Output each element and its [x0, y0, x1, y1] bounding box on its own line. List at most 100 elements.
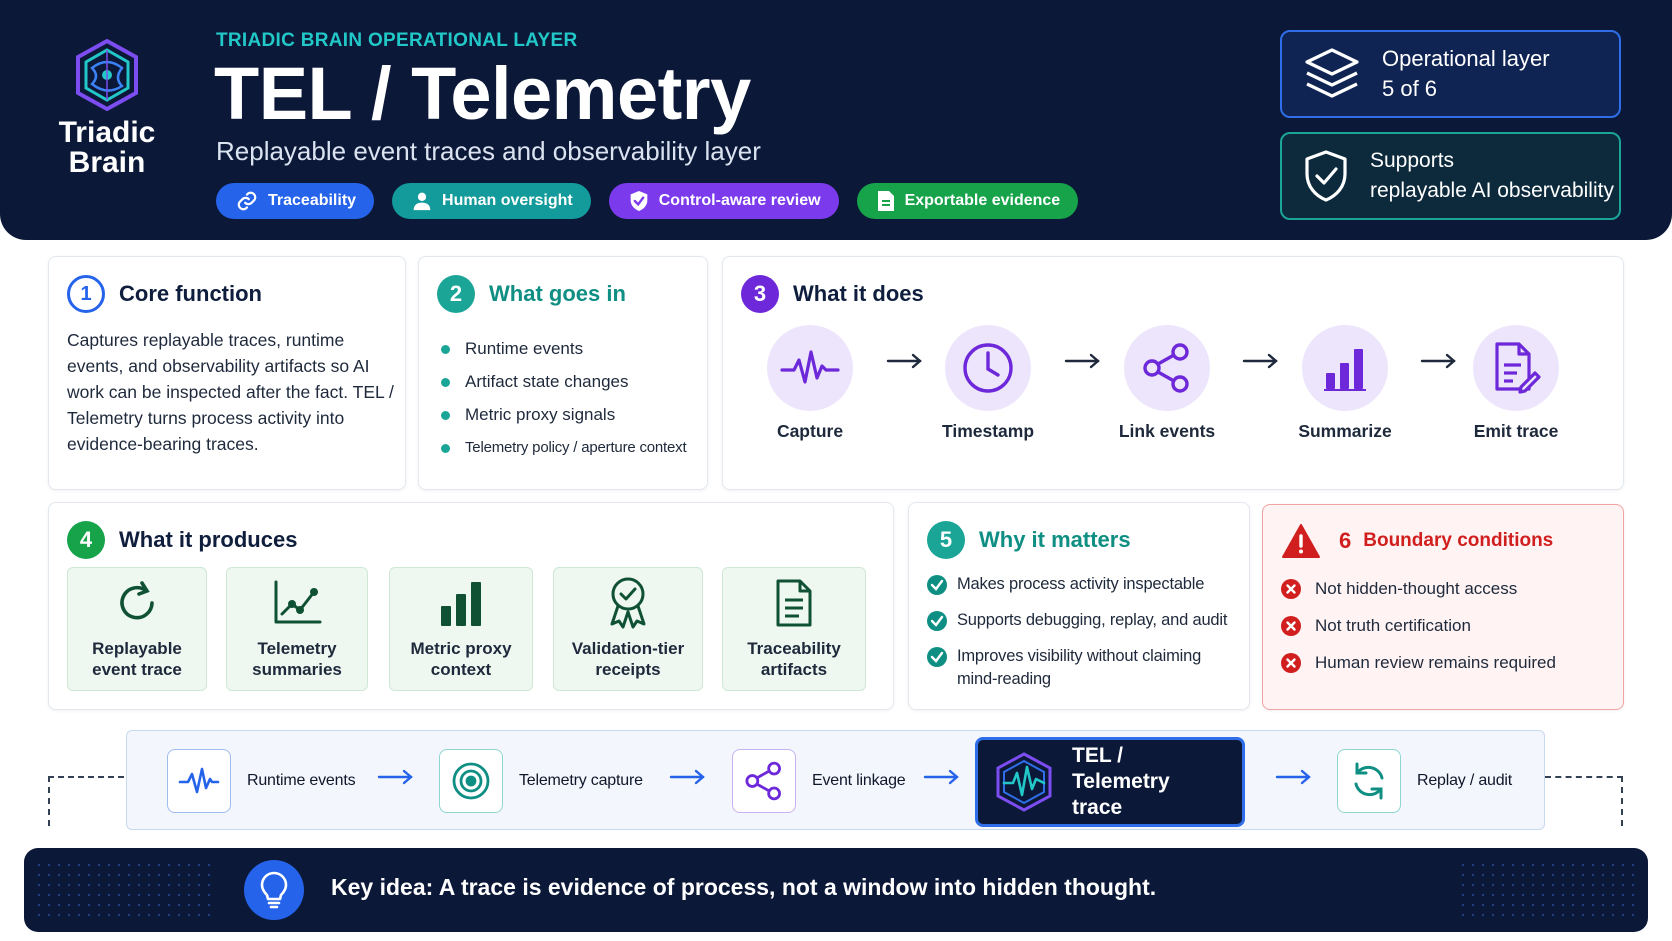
shield-check-icon	[1305, 150, 1347, 202]
arrow-right-icon	[1275, 769, 1311, 785]
chip-label: Traceability	[268, 192, 357, 209]
arrow-right-icon	[1242, 353, 1278, 369]
person-icon	[413, 192, 431, 211]
bar-chart-icon	[441, 582, 481, 626]
shield-check-icon	[630, 191, 648, 211]
step-summarize: Summarize	[1270, 325, 1420, 442]
flow-node-event-linkage: Event linkage	[732, 749, 906, 813]
x-circle-icon	[1281, 616, 1301, 636]
layers-icon	[1305, 48, 1359, 98]
list-item: Not hidden-thought access	[1281, 578, 1556, 600]
key-idea-banner: Key idea: A trace is evidence of process…	[24, 848, 1648, 932]
flow-node-label: TEL / Telemetry trace	[1072, 744, 1170, 819]
observability-support-card: Supports replayable AI observability	[1280, 132, 1621, 220]
support-card-line1: Supports	[1370, 149, 1455, 172]
step-number-badge: 3	[741, 275, 779, 313]
process-steps: Capture Timestamp Link events Summarize …	[723, 325, 1625, 465]
inputs-card: 2 What goes in Runtime events Artifact s…	[418, 256, 708, 490]
step-number-badge: 2	[437, 275, 475, 313]
arrow-right-icon	[923, 769, 959, 785]
layer-card-line2: 5 of 6	[1382, 76, 1438, 101]
flow-node-label: Event linkage	[812, 772, 906, 789]
support-card-line2: replayable AI observability	[1370, 179, 1614, 202]
tile-line2: receipts	[595, 660, 661, 679]
lightbulb-badge	[244, 860, 304, 920]
chip-label: Human oversight	[442, 192, 573, 209]
list-item-text: Not truth certification	[1315, 616, 1471, 635]
step-link-events: Link events	[1092, 325, 1242, 442]
list-item-text: Human review remains required	[1315, 653, 1556, 672]
check-circle-icon	[927, 647, 947, 667]
output-tile: Traceability artifacts	[722, 567, 866, 691]
arrow-right-icon	[377, 769, 413, 785]
flow-node-label: Runtime events	[247, 772, 356, 789]
tag-chips: Traceability Human oversight Control-awa…	[216, 183, 1079, 219]
tile-line1: Traceability	[747, 639, 841, 658]
eyebrow-label: TRIADIC BRAIN OPERATIONAL LAYER	[216, 30, 578, 51]
arrow-right-icon	[1064, 353, 1100, 369]
output-tile: Metric proxy context	[389, 567, 533, 691]
card-title: What it does	[793, 281, 924, 306]
list-item: Makes process activity inspectable	[927, 573, 1227, 596]
step-timestamp: Timestamp	[913, 325, 1063, 442]
document-icon	[877, 191, 894, 211]
list-item: Not truth certification	[1281, 615, 1556, 637]
header-banner: Triadic Brain TRIADIC BRAIN OPERATIONAL …	[0, 0, 1672, 240]
card-title: Boundary conditions	[1363, 530, 1554, 551]
output-tile: Replayable event trace	[67, 567, 207, 691]
card-title: What it produces	[119, 527, 298, 552]
tile-line1: Telemetry	[257, 639, 337, 658]
share-icon	[745, 761, 781, 801]
arrow-right-icon	[886, 353, 922, 369]
core-function-description: Captures replayable traces, runtime even…	[67, 330, 394, 454]
waveform-icon	[780, 350, 840, 384]
list-item-text: Not hidden-thought access	[1315, 579, 1518, 598]
why-list: Makes process activity inspectable Suppo…	[927, 573, 1227, 704]
step-label: Emit trace	[1473, 421, 1559, 441]
step-label: Capture	[776, 421, 844, 441]
tile-line2: context	[430, 660, 492, 679]
step-label: Timestamp	[941, 421, 1035, 441]
step-emit-trace: Emit trace	[1441, 325, 1591, 442]
card-title: Why it matters	[979, 527, 1131, 552]
core-function-card: 1 Core function Captures replayable trac…	[48, 256, 406, 490]
flow-node-runtime-events: Runtime events	[167, 749, 356, 813]
list-item: Metric proxy signals	[441, 398, 686, 431]
tile-line2: event trace	[92, 660, 182, 679]
triadic-brain-logo: Triadic Brain	[52, 38, 162, 178]
x-circle-icon	[1281, 579, 1301, 599]
operational-layer-card: Operational layer 5 of 6	[1280, 30, 1621, 118]
flow-node-label: Replay / audit	[1417, 772, 1513, 789]
tile-line1: Replayable	[92, 639, 182, 658]
share-icon	[1143, 343, 1189, 393]
waveform-icon	[178, 767, 220, 794]
document-icon	[776, 579, 812, 627]
dot-pattern	[34, 860, 214, 920]
step-label: Summarize	[1298, 421, 1392, 441]
bar-chart-icon	[1324, 349, 1366, 391]
line-chart-icon	[274, 580, 322, 624]
step-number-badge: 1	[67, 275, 105, 313]
boundary-conditions-card: 6 Boundary conditions Not hidden-thought…	[1262, 504, 1624, 710]
page-subtitle: Replayable event traces and observabilit…	[216, 136, 761, 166]
clock-icon	[963, 343, 1013, 393]
flow-node-label: Telemetry capture	[519, 772, 643, 789]
arrow-right-icon	[669, 769, 705, 785]
list-item-text: Makes process activity inspectable	[957, 575, 1205, 593]
award-icon	[610, 577, 646, 629]
chip-control-aware-review: Control-aware review	[608, 183, 839, 219]
step-number: 6	[1339, 528, 1352, 553]
check-circle-icon	[927, 575, 947, 595]
list-item: Artifact state changes	[441, 365, 686, 398]
chip-traceability: Traceability	[216, 183, 375, 219]
output-tile: Telemetry summaries	[226, 567, 368, 691]
list-item: Improves visibility without claiming min…	[927, 645, 1227, 691]
tile-line2: summaries	[252, 660, 342, 679]
dot-pattern	[1458, 860, 1638, 920]
chip-label: Control-aware review	[658, 192, 821, 209]
logo-text: Triadic Brain	[58, 116, 156, 179]
chip-exportable-evidence: Exportable evidence	[856, 183, 1079, 219]
flow-node-telemetry-trace: TEL / Telemetry trace	[975, 737, 1245, 827]
why-it-matters-card: 5 Why it matters Makes process activity …	[908, 502, 1250, 710]
list-item-text: Supports debugging, replay, and audit	[957, 611, 1228, 629]
